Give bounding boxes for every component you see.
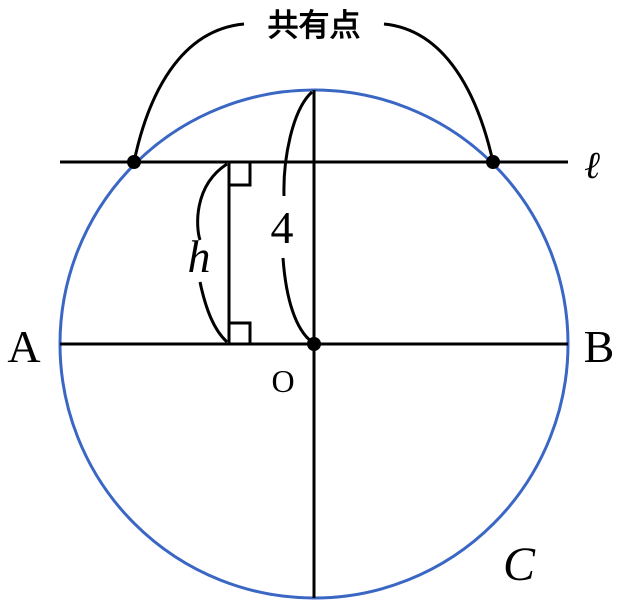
label-c: C (503, 538, 536, 591)
brace-h-lower (198, 281, 229, 344)
label-common-points: 共有点 (268, 8, 361, 44)
label-b: B (584, 321, 615, 372)
intersection-point-right (486, 155, 500, 169)
common-points-arc (132, 22, 245, 163)
intersection-point-left (127, 155, 141, 169)
common-points-arc-right (383, 22, 495, 163)
right-angle-mark-bottom (229, 321, 252, 344)
label-h: h (188, 231, 211, 282)
label-radius: 4 (271, 202, 294, 253)
brace-h (196, 162, 228, 241)
label-a: A (7, 321, 40, 372)
right-angle-mark-top (229, 162, 252, 187)
center-point-o (307, 337, 321, 351)
label-line-l: ℓ (584, 145, 600, 187)
brace-radius-upper (282, 90, 314, 197)
label-o: O (271, 363, 294, 399)
brace-radius-lower (281, 257, 313, 344)
